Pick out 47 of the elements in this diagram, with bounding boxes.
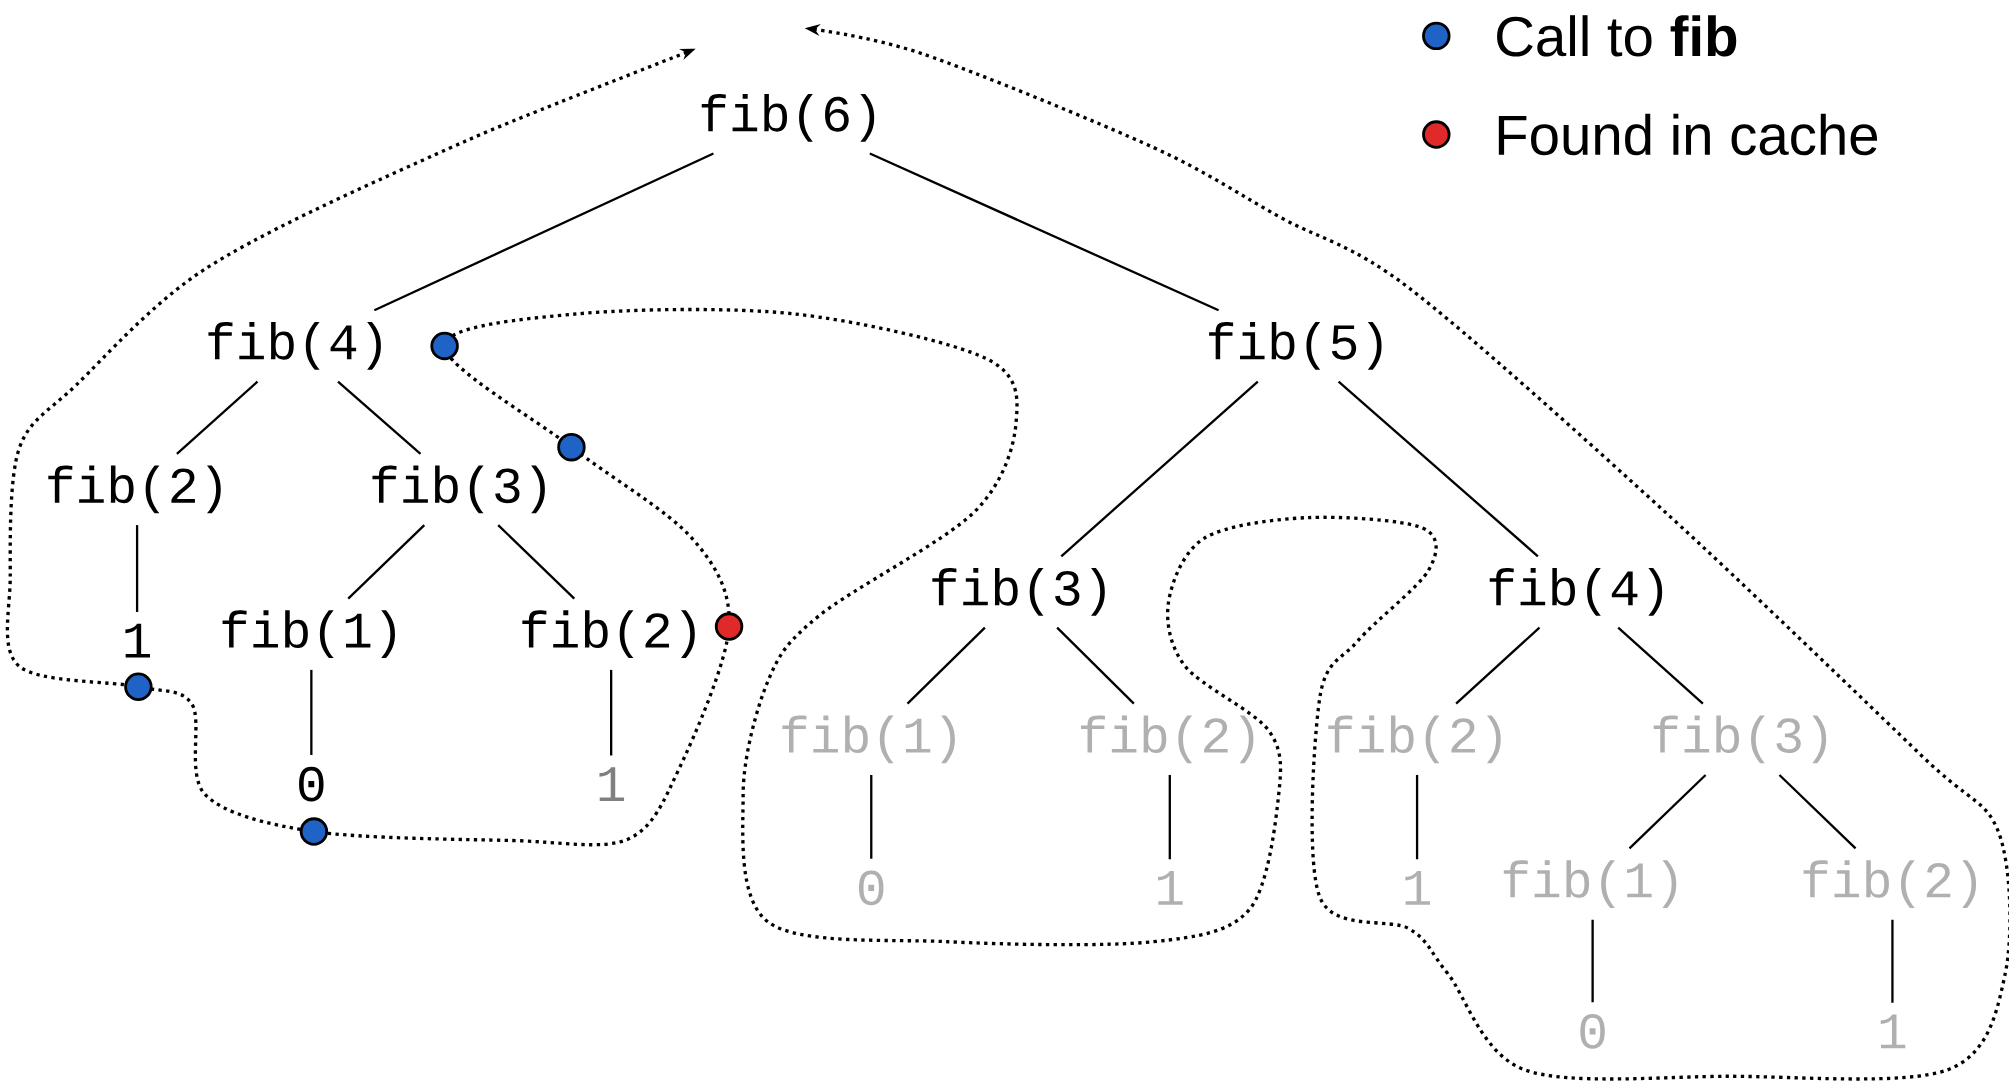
tree-line xyxy=(1455,626,1541,705)
tree-line xyxy=(347,524,426,600)
call-label: fib(1) xyxy=(222,610,395,659)
tree-line xyxy=(1778,774,1857,850)
tree-line xyxy=(337,380,422,455)
call-label: fib(6) xyxy=(701,94,875,142)
legend-text: Found in cache xyxy=(1498,113,1878,156)
call-label: fib(1) xyxy=(782,715,955,764)
tree-line xyxy=(497,524,576,600)
call-label: fib(4) xyxy=(208,322,381,370)
call-label: fib(2) xyxy=(522,610,695,659)
tree-line xyxy=(373,152,714,312)
tree-line xyxy=(1415,775,1419,860)
tree-line xyxy=(1168,775,1171,860)
tree-line xyxy=(610,670,613,756)
call-label: fib(2) xyxy=(1328,715,1501,764)
call-label: fib(1) xyxy=(1503,860,1677,909)
tree-line xyxy=(870,775,873,859)
call-label: fib(4) xyxy=(1489,568,1663,616)
tree-line xyxy=(310,670,313,756)
tree-line xyxy=(1337,380,1539,558)
call-label: fib(2) xyxy=(1081,715,1254,764)
leaf-value: 0 xyxy=(859,870,884,906)
tree-line xyxy=(906,626,986,705)
call-label: fib(2) xyxy=(1803,860,1977,909)
leaf-value: 1 xyxy=(599,767,625,802)
tree-line xyxy=(1891,919,1894,1003)
leaf-value: 1 xyxy=(1405,871,1430,905)
leaf-value: 1 xyxy=(1158,871,1183,905)
leaf-value: 1 xyxy=(125,623,150,658)
legend-text: Call to fib xyxy=(1497,15,1737,57)
call-label: fib(3) xyxy=(372,465,545,514)
tree-line xyxy=(1056,626,1135,705)
leaf-value: 0 xyxy=(1580,1014,1605,1049)
leaf-value: 0 xyxy=(299,766,324,802)
tree-line xyxy=(1628,774,1707,850)
call-label: fib(3) xyxy=(1653,715,1827,764)
call-label: fib(5) xyxy=(1209,322,1382,370)
tree-line xyxy=(1060,380,1259,558)
tree-line xyxy=(176,380,259,455)
leaf-value: 1 xyxy=(1880,1014,1906,1049)
call-label: fib(2) xyxy=(48,465,221,514)
tree-line xyxy=(135,525,139,613)
call-label: fib(3) xyxy=(932,568,1105,616)
tree-line xyxy=(1591,919,1594,1003)
tree-line xyxy=(1617,626,1704,705)
tree-line xyxy=(869,152,1220,312)
